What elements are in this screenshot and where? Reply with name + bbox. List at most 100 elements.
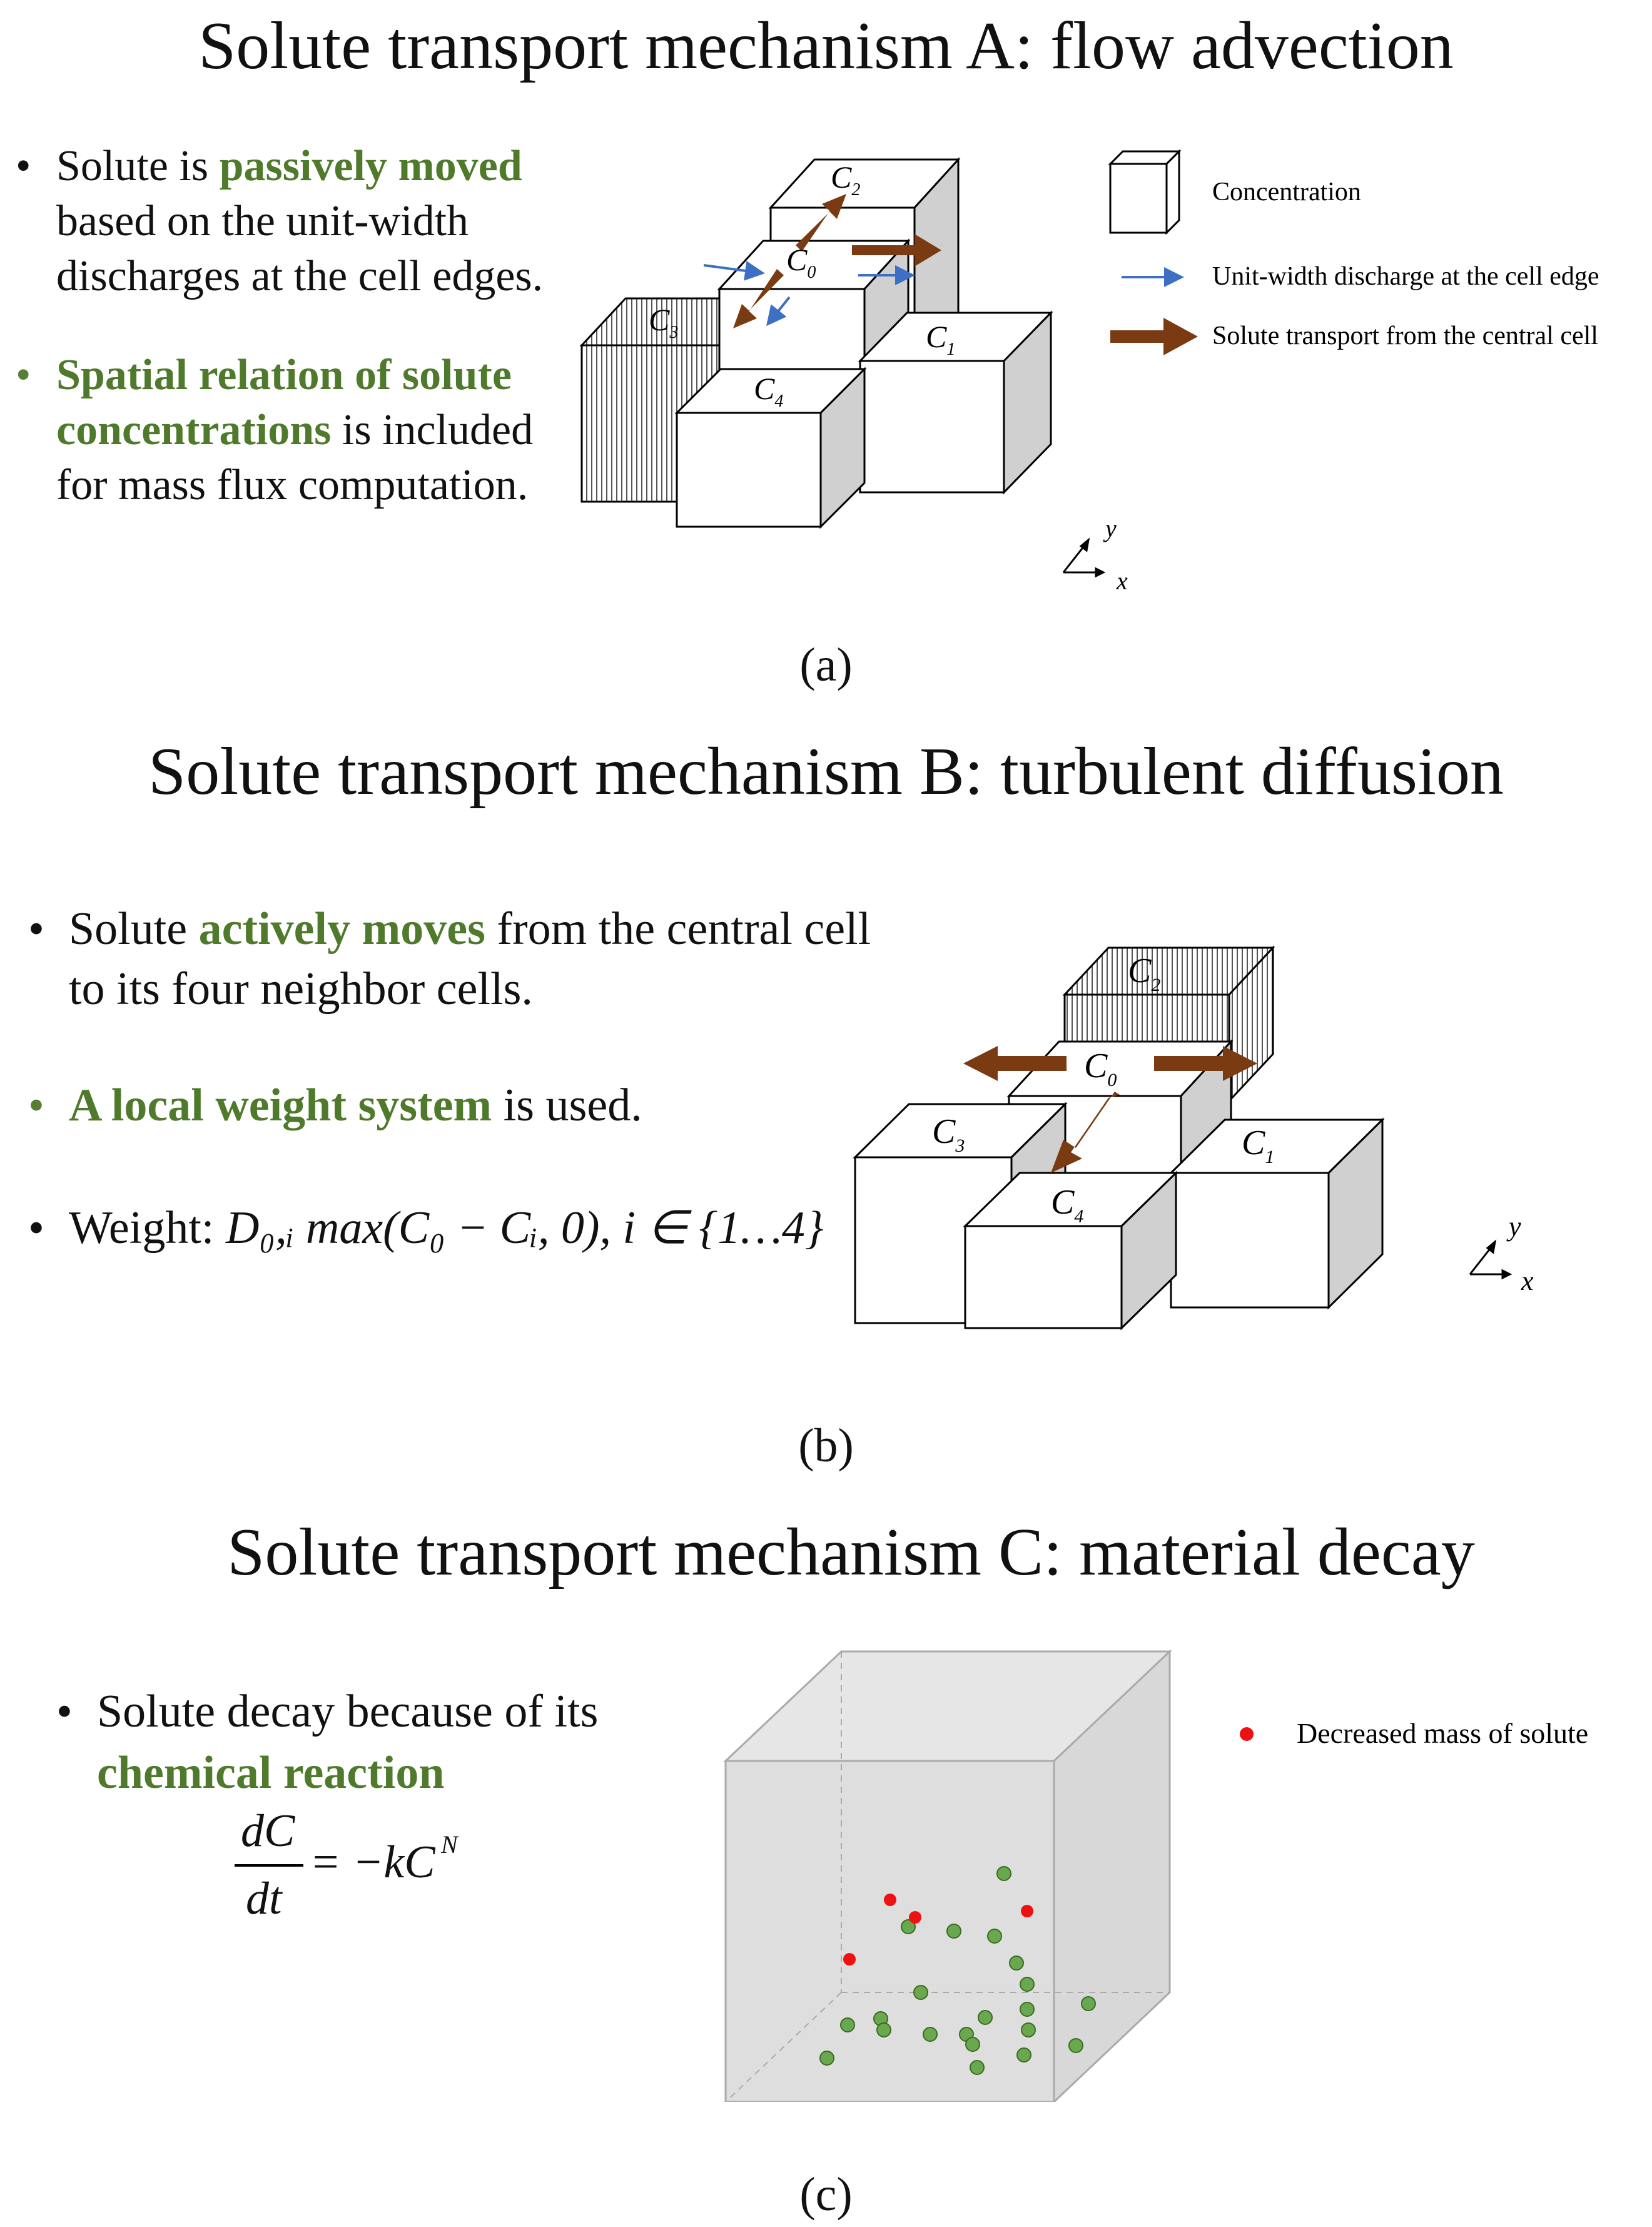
red-particle [884, 1894, 896, 1906]
label-c0: C0 [786, 242, 816, 282]
panel-a-bullet-1: Solute is passively moved based on the u… [16, 139, 579, 304]
green-particle [1021, 2022, 1036, 2037]
panel-b-title: Solute transport mechanism B: turbulent … [148, 734, 1504, 809]
panel-c-bullet-1: Solute decay because of its chemical rea… [56, 1681, 682, 1803]
panel-b-bullet-1: Solute actively moves from the central c… [28, 899, 891, 1019]
discharge-arrows [703, 260, 915, 327]
arrow-to-c3 [963, 1046, 1067, 1081]
axis-indicator-b [1469, 1239, 1513, 1280]
bullet-emphasis: passively moved [219, 142, 522, 190]
green-particle [1016, 2047, 1031, 2062]
green-particle [946, 1924, 961, 1939]
green-particle [1068, 2038, 1083, 2053]
legend-concentration-label: Concentration [1212, 178, 1361, 206]
cell-c1 [858, 310, 1053, 495]
bullet-text: from the central cell to its four neighb… [69, 903, 871, 1015]
bullet-text: Solute is [56, 142, 220, 190]
equation-rhs: = −kC [310, 1837, 435, 1888]
bullet-emphasis: Spatial relation of solute concentration… [56, 351, 512, 454]
green-particle [901, 1919, 916, 1934]
legend-transport-label: Solute transport from the central cell [1212, 322, 1598, 350]
label-c3: C3 [932, 1112, 965, 1156]
discharge-arrow-west [703, 260, 765, 281]
label-c2: C2 [831, 160, 860, 200]
bullet-emphasis: A local weight system [69, 1080, 492, 1131]
cell-labels-b: C2 C0 C3 C1 C4 [932, 951, 1274, 1227]
bullet-text: Solute [69, 903, 199, 955]
discharge-arrow-south [766, 296, 791, 327]
green-particle [1020, 1977, 1035, 1992]
solute-particles [819, 1866, 1096, 2075]
green-particle [923, 2027, 938, 2042]
green-particle [840, 2017, 855, 2032]
arrow-to-c2 [796, 194, 846, 251]
label-c1: C1 [1242, 1124, 1274, 1167]
equation-denominator: dt [246, 1873, 282, 1924]
label-c0: C0 [1084, 1047, 1117, 1090]
bullet-emphasis: chemical reaction [97, 1747, 445, 1798]
weight-formula: D₀,ᵢ max(C₀ − Cᵢ, 0), i ∈ {1…4} [225, 1202, 824, 1254]
equation-exponent: N [441, 1830, 458, 1859]
green-particle [996, 1866, 1011, 1881]
label-c4: C4 [754, 371, 783, 411]
green-particle [978, 2010, 993, 2025]
green-particle [1081, 1996, 1096, 2011]
legend-decreased-mass-label: Decreased mass of solute [1297, 1717, 1588, 1749]
label-c1: C1 [926, 319, 955, 359]
decay-box [723, 1649, 1172, 2102]
panel-b-cells-diagram: C2 C0 C3 C1 C4 y x [853, 945, 1534, 1331]
green-particle [913, 1985, 928, 2000]
red-particle [1021, 1905, 1033, 1917]
axis-label-x: x [1521, 1266, 1534, 1296]
bullet-text: Weight: [69, 1202, 226, 1254]
arrow-to-c3 [733, 269, 784, 328]
bullet-emphasis: actively moves [198, 903, 485, 955]
bullet-text: is used. [492, 1080, 642, 1131]
arrow-to-c1 [1154, 1046, 1257, 1081]
equation-fraction-bar [235, 1864, 303, 1867]
green-particle [970, 2060, 985, 2075]
panel-c-title: Solute transport mechanism C: material d… [227, 1515, 1475, 1590]
decayed-particles [843, 1894, 1033, 1966]
label-c2: C2 [1128, 951, 1160, 995]
legend-a: Concentration Unit-width discharge at th… [1108, 149, 1599, 355]
panel-a-cells-diagram: C2 C0 C3 C1 C4 y x Concentration Unit-wi… [579, 149, 1599, 595]
bullet-text: based on the unit-width discharges at th… [56, 197, 544, 300]
bullet-text: Solute decay because of its [97, 1686, 599, 1737]
red-particle [909, 1911, 921, 1924]
panel-b-bullet-3: Weight: D₀,ᵢ max(C₀ − Cᵢ, 0), i ∈ {1…4} [28, 1198, 891, 1258]
green-particle [1009, 1956, 1024, 1971]
arrow-to-c4 [1051, 1092, 1120, 1173]
green-particle [965, 2037, 980, 2052]
panel-c-caption: (c) [799, 2168, 853, 2221]
legend-red-dot-icon [1240, 1727, 1254, 1741]
panel-a-title: Solute transport mechanism A: flow advec… [198, 9, 1454, 83]
legend-discharge-label: Unit-width discharge at the cell edge [1212, 262, 1599, 291]
panel-c-bullets: Solute decay because of its chemical rea… [56, 1681, 682, 1803]
axis-label-y: y [1103, 514, 1117, 542]
panel-b-bullets: Solute actively moves from the central c… [28, 899, 891, 1258]
arrow-to-c1 [852, 234, 941, 266]
legend-cube-icon [1108, 149, 1182, 235]
green-particle [987, 1929, 1002, 1944]
panel-c-decay-box: Decreased mass of solute [723, 1649, 1588, 2102]
decay-equation: dC dt = −kC N [235, 1805, 497, 1930]
legend-brown-arrow-icon [1110, 318, 1198, 355]
label-c3: C3 [649, 302, 678, 342]
green-particle [1020, 2002, 1035, 2017]
equation-numerator: dC [241, 1805, 295, 1857]
axis-label-y: y [1506, 1211, 1521, 1242]
green-particle [819, 2051, 834, 2066]
cell-c1 [1168, 1117, 1385, 1310]
red-particle [843, 1953, 856, 1966]
solute-transport-arrows [733, 194, 941, 328]
axis-label-x: x [1116, 567, 1128, 595]
panel-b-caption: (b) [798, 1419, 854, 1472]
panel-b-bullet-2: A local weight system is used. [28, 1075, 891, 1135]
panel-a-caption: (a) [799, 639, 853, 691]
panel-a-bullet-2: Spatial relation of solute concentration… [16, 348, 579, 513]
cell-c4 [963, 1170, 1178, 1331]
bullet-text: is included for mass flux computation. [56, 406, 534, 509]
cell-c4 [674, 367, 867, 529]
panel-a-bullets: Solute is passively moved based on the u… [16, 139, 579, 513]
